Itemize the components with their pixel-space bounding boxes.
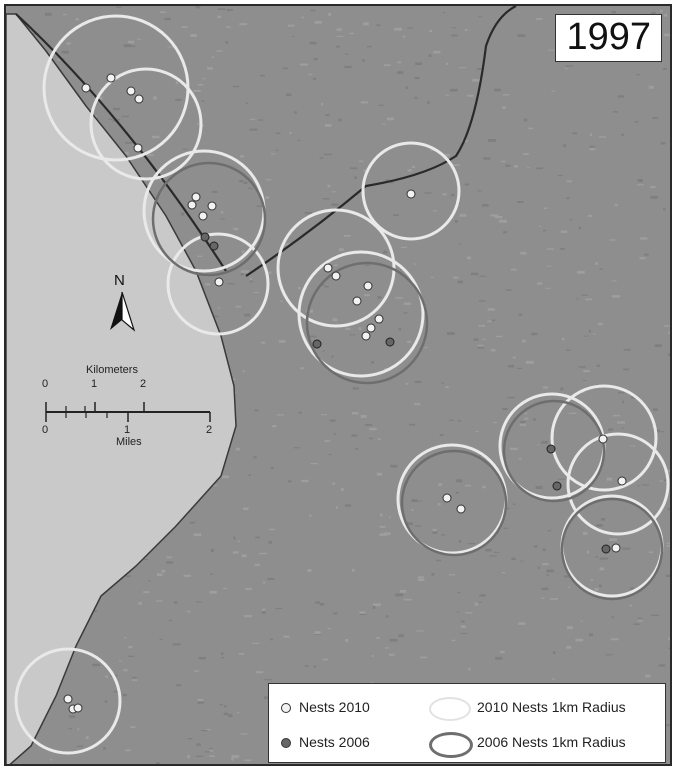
year-label: 1997: [555, 14, 662, 62]
legend-radius-2010: 2010 Nests 1km Radius: [477, 699, 626, 715]
legend-radius-2006: 2006 Nests 1km Radius: [477, 734, 626, 750]
nest-2010-17: [361, 331, 371, 341]
radius-2006-ring-2: [560, 497, 664, 601]
legend-radius-2010-symbol: [429, 697, 471, 721]
nest-2006-1: [209, 241, 219, 251]
nest-2010-25: [73, 703, 83, 713]
map-frame: 1997 N Kilometers 0 1 2 0 1 2 Miles: [4, 4, 672, 766]
nest-2010-21: [617, 476, 627, 486]
legend-nests-2010: Nests 2010: [299, 699, 370, 715]
scale-mi-tick-0: 0: [42, 424, 49, 436]
nest-2010-15: [374, 314, 384, 324]
nest-2006-2: [312, 339, 322, 349]
nest-2010-9: [214, 277, 224, 287]
nest-2010-1: [106, 73, 116, 83]
north-arrow: N: [102, 272, 142, 344]
scale-mi-tick-2: 2: [206, 424, 213, 436]
north-letter: N: [114, 272, 125, 289]
nest-2010-5: [191, 192, 201, 202]
scale-km-tick-1: 1: [91, 378, 98, 390]
radius-2006-ring-3: [305, 261, 429, 385]
nest-2006-5: [552, 481, 562, 491]
nest-2010-8: [198, 211, 208, 221]
legend: Nests 2010 2010 Nests 1km Radius Nests 2…: [268, 683, 666, 763]
nest-2006-4: [546, 444, 556, 454]
nest-2010-19: [456, 504, 466, 514]
radius-2010-ring-5: [276, 208, 396, 328]
legend-radius-2006-symbol: [429, 732, 473, 758]
nest-2006-3: [385, 337, 395, 347]
nest-2010-12: [331, 271, 341, 281]
radius-2006-ring-4: [151, 161, 267, 277]
river-channel: [15, 6, 517, 277]
radius-2010-ring-9: [550, 384, 658, 492]
nest-2010-6: [207, 201, 217, 211]
nest-2010-20: [598, 434, 608, 444]
radius-2010-ring-6: [297, 250, 425, 378]
nest-2010-22: [611, 543, 621, 553]
nest-2006-0: [200, 232, 210, 242]
radius-2006-ring-0: [400, 449, 508, 557]
radius-2010-ring-1: [89, 67, 203, 181]
legend-nests-2006: Nests 2006: [299, 734, 370, 750]
legend-nest-2010-symbol: [281, 703, 291, 713]
scale-mi-tick-1: 1: [124, 424, 131, 436]
nest-2010-4: [133, 143, 143, 153]
scale-km-tick-0: 0: [42, 378, 49, 390]
scale-bar: Kilometers 0 1 2 0 1 2 Miles: [36, 364, 226, 454]
radius-2010-ring-4: [361, 141, 461, 241]
north-arrow-icon: [110, 291, 136, 332]
legend-nest-2006-symbol: [281, 738, 291, 748]
nest-2010-3: [134, 94, 144, 104]
nest-2010-18: [442, 493, 452, 503]
radius-2010-ring-3: [166, 232, 270, 336]
nest-2006-6: [601, 544, 611, 554]
nest-2010-14: [352, 296, 362, 306]
map-canvas: [6, 6, 670, 764]
nest-2010-11: [323, 263, 333, 273]
scale-km-label: Kilometers: [86, 364, 138, 376]
scale-ruler: [45, 402, 211, 422]
nest-2010-13: [363, 281, 373, 291]
nest-2010-23: [63, 694, 73, 704]
nest-2010-10: [406, 189, 416, 199]
nest-2010-0: [81, 83, 91, 93]
radius-2006-ring-1: [502, 399, 606, 503]
scale-km-tick-2: 2: [140, 378, 147, 390]
nest-2010-7: [187, 200, 197, 210]
scale-mi-label: Miles: [116, 436, 142, 448]
nest-2010-16: [366, 323, 376, 333]
radius-2010-ring-10: [566, 432, 670, 536]
nest-2010-2: [126, 86, 136, 96]
radius-2010-ring-12: [14, 647, 122, 755]
bay-water: [6, 13, 237, 764]
